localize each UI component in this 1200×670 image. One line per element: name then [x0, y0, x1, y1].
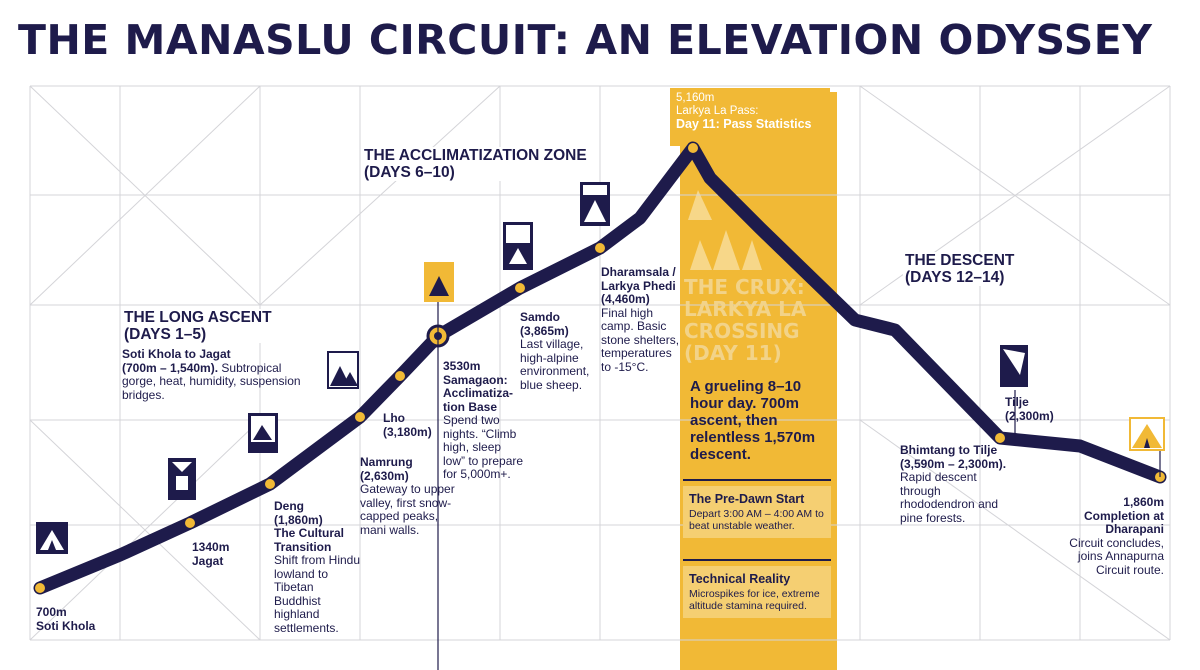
marker-deng: [265, 479, 275, 489]
crux-card-predawn: The Pre-Dawn Start Depart 3:00 AM – 4:00…: [683, 486, 831, 538]
section-descent: THE DESCENT (DAYS 12–14): [903, 252, 1017, 286]
grid: [29, 85, 1171, 641]
snow-peak-icon: [503, 222, 533, 270]
mountain-icon: [248, 413, 278, 453]
label-namrung: Namrung (2,630m) Gateway to upper valley…: [360, 455, 455, 537]
peak-icon: [424, 262, 454, 302]
marker-tilje: [995, 433, 1005, 443]
label-tilje: Tilje (2,300m): [1005, 395, 1054, 423]
label-larkya-la-pass: 5,160m Larkya La Pass: Day 11: Pass Stat…: [676, 92, 812, 131]
stop-markers: [35, 143, 1165, 593]
page-title: THE MANASLU CIRCUIT: AN ELEVATION ODYSSE…: [18, 16, 1153, 64]
crux-card-technical: Technical Reality Microspikes for ice, e…: [683, 566, 831, 618]
house-icon: [1129, 417, 1165, 451]
marker-soti-khola: [35, 583, 45, 593]
label-samagaon: 3530m Samagaon: Acclimatiza-tion Base Sp…: [443, 359, 524, 481]
house-icon: [580, 182, 610, 226]
label-jagat: 1340m Jagat: [192, 540, 230, 568]
label-deng: Deng (1,860m) The Cultural Transition Sh…: [274, 499, 361, 635]
marker-jagat: [185, 518, 195, 528]
crux-description: A grueling 8–10 hour day. 700m ascent, t…: [690, 378, 816, 463]
marker-pass: [688, 143, 698, 153]
mountain-icon: [327, 351, 359, 389]
label-dharapani: 1,860m Completion at Dharapani Circuit c…: [1069, 495, 1164, 577]
elevation-route-line: [33, 141, 1167, 595]
section-acclimatization: THE ACCLIMATIZATION ZONE (DAYS 6–10): [362, 147, 589, 181]
label-lho: Lho (3,180m): [383, 411, 432, 439]
label-soti-khola: 700m Soti Khola: [36, 605, 96, 633]
crux-top-block: [670, 88, 830, 146]
soti-jagat-note: Soti Khola to Jagat (700m – 1,540m). Sub…: [122, 347, 301, 402]
crux-title: THE CRUX: LARKYA LA CROSSING (DAY 11): [684, 275, 807, 365]
marker-samdo: [515, 283, 525, 293]
label-samdo: Samdo (3,865m) Last village, high-alpine…: [520, 310, 590, 392]
crux-peaks-decoration: [688, 190, 762, 270]
label-bhimtang: Bhimtang to Tilje (3,590m – 2,300m). Rap…: [900, 443, 1007, 525]
marker-dharamsala: [595, 243, 605, 253]
label-dharamsala: Dharamsala / Larkya Phedi (4,460m) Final…: [601, 265, 680, 374]
flag-icon: [1000, 345, 1028, 387]
marker-lho: [395, 371, 405, 381]
section-long-ascent: THE LONG ASCENT (DAYS 1–5): [122, 309, 274, 343]
marker-namrung: [355, 412, 365, 422]
village-icon: [168, 458, 196, 500]
tent-icon: [36, 522, 68, 554]
